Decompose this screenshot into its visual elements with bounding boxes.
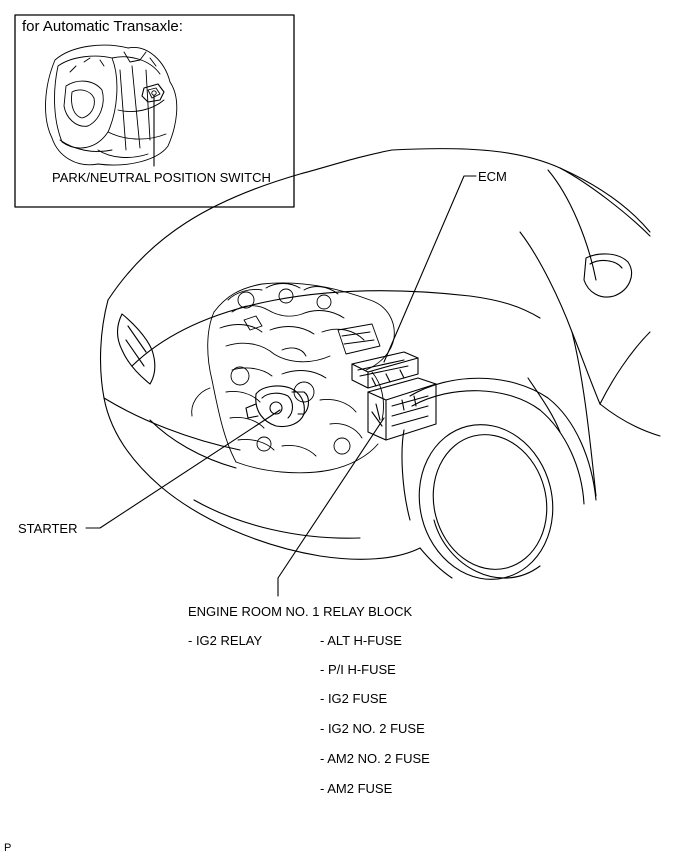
fuse-item-alt-h-fuse: - ALT H-FUSE <box>320 633 402 648</box>
ecm-illustration <box>351 351 419 389</box>
ig2-relay-label: - IG2 RELAY <box>188 633 263 648</box>
figure-code: P <box>4 842 12 854</box>
switch-label: PARK/NEUTRAL POSITION SWITCH <box>52 170 271 185</box>
starter-leader-line <box>85 409 281 529</box>
transaxle-illustration <box>45 44 178 166</box>
starter-label: STARTER <box>18 521 78 536</box>
fuse-item-ig2-fuse: - IG2 FUSE <box>320 691 388 706</box>
engine-illustration <box>191 282 395 474</box>
relay-block-leader-line <box>277 417 385 597</box>
fuse-item-am2-no2-fuse: - AM2 NO. 2 FUSE <box>320 751 430 766</box>
vehicle-body-outline <box>99 148 661 580</box>
relay-block-illustration <box>367 377 437 441</box>
inset-frame <box>14 14 295 208</box>
fuse-item-am2-fuse: - AM2 FUSE <box>320 781 393 796</box>
relay-block-label: ENGINE ROOM NO. 1 RELAY BLOCK <box>188 604 413 619</box>
inset-title: for Automatic Transaxle: <box>22 18 183 35</box>
starter-illustration <box>245 385 310 428</box>
ecm-leader-line <box>383 175 477 363</box>
fuse-item-p-i-h-fuse: - P/I H-FUSE <box>320 662 396 677</box>
ecm-label: ECM <box>478 169 507 184</box>
fuse-item-ig2-no2-fuse: - IG2 NO. 2 FUSE <box>320 721 425 736</box>
